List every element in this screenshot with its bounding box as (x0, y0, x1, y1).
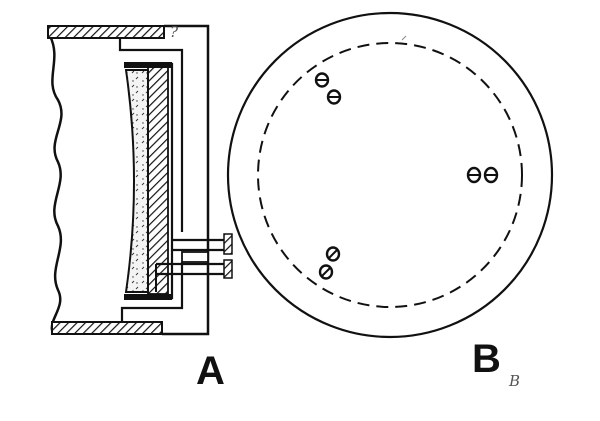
screw-icon (325, 246, 341, 262)
outer-ring (226, 11, 554, 339)
figure-a-cross-section: ? (47, 23, 233, 336)
screw-pair-right (466, 166, 499, 184)
housing-outline (162, 24, 210, 336)
screw-pair-bottom (318, 246, 341, 280)
housing-bottom-step (120, 262, 184, 322)
screw-icon (326, 89, 342, 105)
screw-icon (483, 166, 499, 184)
pencil-mark: ? (170, 23, 179, 41)
screw-head-upper (223, 233, 233, 255)
figure-b-front-view (226, 11, 554, 339)
mirror-bottom-clip (124, 294, 172, 300)
concave-mirror-glass (124, 69, 149, 293)
label-a: A (196, 349, 225, 393)
inner-dashed-circle (257, 42, 523, 308)
tube-broken-edge (48, 35, 63, 331)
screw-head-lower (223, 259, 233, 279)
screw-icon (318, 264, 334, 280)
screw-icon (466, 166, 482, 184)
tube-bottom-wall (51, 321, 163, 335)
label-b-handwritten: B (508, 372, 520, 390)
adjusting-screw-assembly (155, 233, 233, 292)
housing-top-step (118, 38, 184, 232)
mirror-top-clip (124, 62, 172, 68)
tube-top-wall (47, 25, 165, 39)
screw-pair-top (314, 72, 342, 105)
label-b: B (472, 337, 501, 381)
screw-icon (314, 72, 330, 88)
mirror-backing-plate (147, 65, 169, 295)
